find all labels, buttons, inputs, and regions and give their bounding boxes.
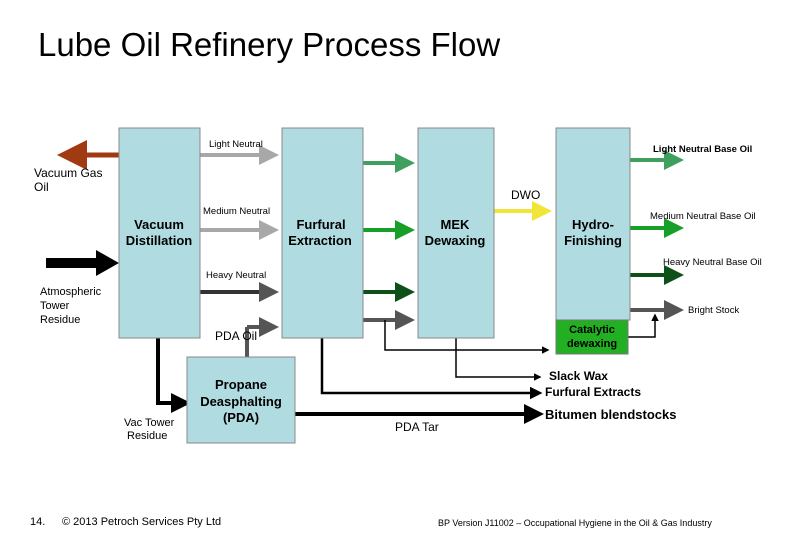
light-base-oil-label: Light Neutral Base Oil	[653, 144, 752, 155]
vacuum-gas-oil-label-1: Vacuum Gas	[34, 166, 102, 180]
version-text: BP Version J11002 – Occupational Hygiene…	[438, 518, 712, 528]
copyright: © 2013 Petroch Services Pty Ltd	[62, 516, 222, 528]
atm-residue-label-3: Residue	[40, 314, 80, 326]
hydro-finishing-unit	[555, 127, 631, 321]
vac-tower-residue-line	[156, 338, 191, 413]
catalytic-label-2: dewaxing	[567, 338, 617, 350]
dwo-label: DWO	[511, 188, 540, 202]
vac-residue-label-2: Residue	[127, 430, 167, 442]
catalytic-bright-stock-line	[628, 313, 659, 338]
bright-stock-label: Bright Stock	[688, 305, 739, 316]
hydro-label-2: Finishing	[564, 233, 622, 248]
atm-residue-label-2: Tower	[40, 300, 70, 312]
vacuum-label-2: Distillation	[126, 233, 193, 248]
furfural-extraction-unit	[281, 127, 364, 339]
pda-label-2: Deasphalting	[200, 394, 282, 409]
heavy-neutral-label: Heavy Neutral	[206, 270, 266, 281]
mek-label-1: MEK	[441, 217, 471, 232]
mek-dewaxing-unit	[417, 127, 495, 339]
catalytic-label-1: Catalytic	[569, 324, 615, 336]
pda-oil-label: PDA Oil	[215, 329, 257, 343]
atm-residue-label-1: Atmospheric	[40, 286, 102, 298]
vacuum-gas-oil-label-2: Oil	[34, 180, 49, 194]
vacuum-label-1: Vacuum	[134, 217, 184, 232]
medium-base-oil-label: Medium Neutral Base Oil	[650, 211, 756, 222]
medium-neutral-label: Medium Neutral	[203, 206, 270, 217]
furfural-extracts-line	[320, 338, 543, 400]
vacuum-distillation-unit	[118, 127, 201, 339]
catalytic-dewaxing-unit	[555, 319, 629, 355]
furfural-extracts-label: Furfural Extracts	[545, 385, 641, 399]
heavy-base-oil-label: Heavy Neutral Base Oil	[663, 257, 762, 268]
furfural-label-2: Extraction	[288, 233, 352, 248]
hydro-label-1: Hydro-	[572, 217, 614, 232]
light-neutral-label: Light Neutral	[209, 139, 263, 150]
atmospheric-residue-arrow-head	[96, 250, 119, 276]
pda-label-3: (PDA)	[223, 410, 259, 425]
pda-tar-label: PDA Tar	[395, 420, 439, 434]
pda-unit	[186, 356, 296, 444]
mek-label-2: Dewaxing	[425, 233, 486, 248]
mek-to-catalytic-line	[384, 320, 550, 354]
slack-wax-label: Slack Wax	[549, 369, 608, 383]
slack-wax-line	[455, 338, 542, 381]
bitumen-label: Bitumen blendstocks	[545, 407, 676, 422]
pda-label-1: Propane	[215, 377, 267, 392]
furfural-label-1: Furfural	[296, 217, 345, 232]
slide-number: 14.	[30, 516, 46, 528]
vac-residue-label-1: Vac Tower	[124, 417, 175, 429]
slide-title: Lube Oil Refinery Process Flow	[38, 26, 501, 63]
